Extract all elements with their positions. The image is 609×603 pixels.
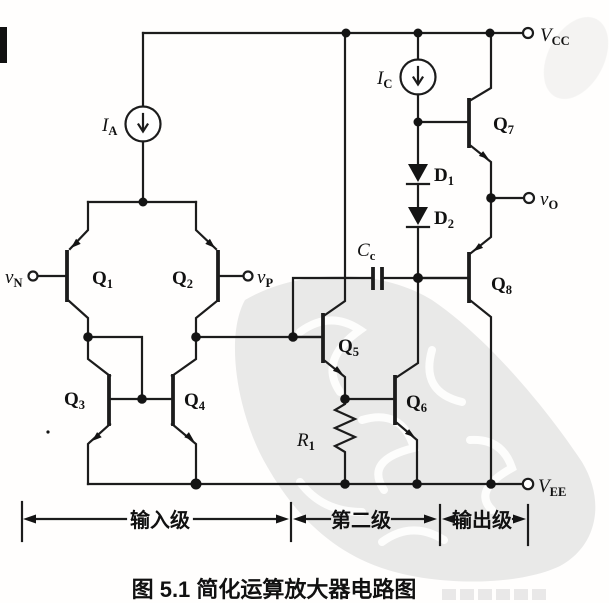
stage-label-second: 第二级 xyxy=(331,508,391,532)
watermark-blob xyxy=(234,276,596,582)
current-source-ic: IC xyxy=(376,31,437,166)
diode-d2: D2 xyxy=(405,207,454,280)
d1-label: D1 xyxy=(434,165,454,188)
print-speck xyxy=(46,430,50,434)
q5-emitter-arrow xyxy=(332,366,343,375)
q8-emitter-arrow xyxy=(473,243,484,252)
vn-terminal xyxy=(27,270,39,282)
resistor-r1: R1 xyxy=(296,397,358,486)
r1-zigzag xyxy=(332,397,358,486)
figure-caption: 图 5.1 简化运算放大器电路图 xyxy=(132,577,417,602)
watermark xyxy=(234,16,609,600)
watermark-glyph-stroke xyxy=(296,316,368,396)
watermark-blob-small xyxy=(543,16,609,100)
ia-label: IA xyxy=(101,115,117,138)
vcc-label: VCC xyxy=(540,25,570,48)
vee-terminal xyxy=(521,477,535,491)
ic-label: IC xyxy=(376,68,392,91)
transistor-q2: Q2 xyxy=(172,200,245,339)
watermark-glyph-stroke xyxy=(378,526,448,546)
q4-emitter-arrow xyxy=(184,432,194,441)
d1-triangle xyxy=(408,164,428,182)
vee-label: VEE xyxy=(538,476,566,499)
q1-emitter-arrow xyxy=(71,238,81,248)
vo-terminal-group: vO xyxy=(489,189,558,212)
vn-label: vN xyxy=(5,267,22,290)
stage-label-input: 输入级 xyxy=(130,508,190,532)
diode-d1: D1 xyxy=(405,164,454,209)
ic-arrow xyxy=(411,75,425,87)
stage-brackets: 输入级 第二级 输出级 xyxy=(20,500,530,547)
transistor-q4: Q4 xyxy=(170,335,206,486)
q3-emitter-arrow xyxy=(92,432,102,441)
vcc-rail: VCC xyxy=(141,25,570,48)
junction-dots xyxy=(83,28,496,490)
d2-triangle xyxy=(408,207,428,225)
ia-arrow xyxy=(136,122,150,134)
transistor-q7: Q7 xyxy=(416,31,514,200)
current-source-ia: IA xyxy=(101,31,162,204)
q2-emitter-arrow xyxy=(205,238,215,248)
watermark-glyph-stroke xyxy=(466,435,517,514)
q6-emitter-arrow xyxy=(404,429,415,438)
vo-label: vO xyxy=(540,189,558,212)
watermark-glyph-stroke xyxy=(425,346,466,406)
vcc-terminal xyxy=(521,26,535,40)
transistor-q1: Q1 xyxy=(36,200,113,339)
r1-label: R1 xyxy=(296,430,315,453)
watermark-glyph-stroke xyxy=(358,413,420,494)
vee-rail: VEE xyxy=(86,476,566,499)
q5-label: Q5 xyxy=(338,336,359,359)
page-edge-mark xyxy=(0,27,7,63)
vp-terminal-group: vP xyxy=(242,267,273,290)
transistor-q5: Q5 xyxy=(291,31,359,401)
q3-label: Q3 xyxy=(64,389,85,412)
q6-label: Q6 xyxy=(406,392,427,415)
q8-label: Q8 xyxy=(491,274,512,297)
transistor-q3: Q3 xyxy=(64,335,112,486)
wire-mirror-base-riser xyxy=(86,335,144,401)
q2-label: Q2 xyxy=(172,268,193,291)
vo-terminal xyxy=(522,191,536,205)
vp-label: vP xyxy=(257,267,273,290)
watermark-glyph-stroke xyxy=(296,478,366,516)
transistor-q8: Q8 xyxy=(416,196,512,486)
q4-label: Q4 xyxy=(184,390,206,413)
q7-emitter-arrow xyxy=(478,151,489,160)
d2-label: D2 xyxy=(434,208,454,231)
stage-label-output: 输出级 xyxy=(452,508,512,532)
transistor-q6: Q6 xyxy=(343,276,427,486)
vp-terminal xyxy=(242,270,254,282)
q1-label: Q1 xyxy=(92,268,113,291)
q7-label: Q7 xyxy=(493,114,514,137)
watermark-text-remnant xyxy=(442,589,546,600)
vn-terminal-group: vN xyxy=(5,267,39,290)
cc-label: Cc xyxy=(357,240,376,263)
